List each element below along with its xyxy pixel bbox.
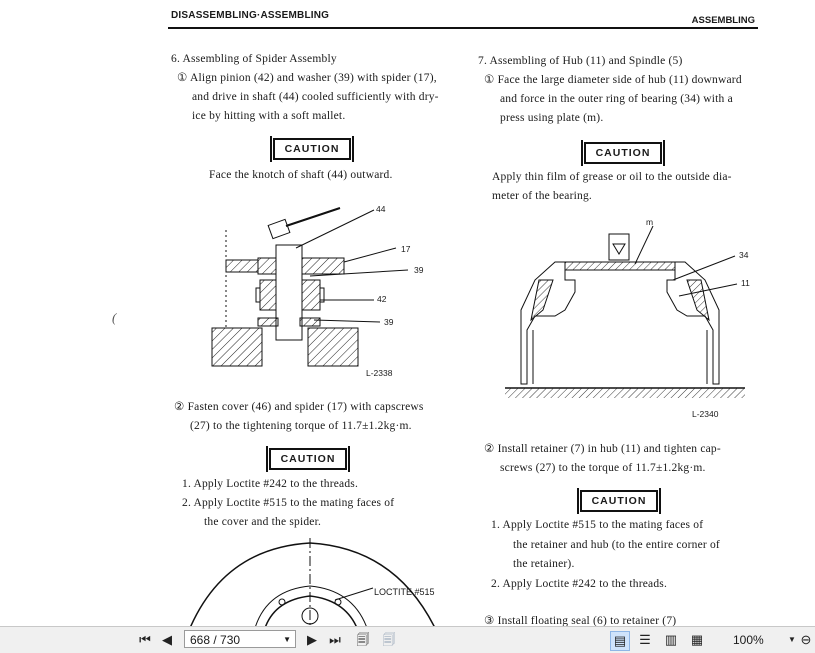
zoom-out-icon[interactable]: ⊖ [800, 632, 812, 647]
page-number-input[interactable]: 668 / 730 ▼ [184, 630, 296, 648]
label-m: m [646, 217, 654, 227]
s7-step1-line1: ① Face the large diameter side of hub (1… [484, 74, 742, 86]
caution1-text: Face the knotch of shaft (44) outward. [209, 169, 393, 181]
figure-l2338 [211, 207, 409, 367]
c2-item2-line2: the cover and the spider. [204, 516, 322, 528]
continuous-facing-icon[interactable]: ▦ [690, 632, 704, 647]
figure-cover-spider [190, 538, 435, 626]
s7-step1-line2: and force in the outer ring of bearing (… [500, 93, 733, 105]
header-rule [168, 27, 758, 29]
label-42: 42 [377, 294, 387, 304]
first-page-icon[interactable]: ⏮ [139, 632, 151, 647]
s6-step1-line1: ① Align pinion (42) and washer (39) with… [177, 72, 437, 84]
next-page-icon[interactable]: ▶ [307, 632, 317, 647]
zoom-dropdown-icon[interactable]: ▼ [788, 635, 796, 644]
caution-box-1: CAUTION [270, 136, 354, 162]
caution-box-2: CAUTION [266, 446, 350, 472]
header-right: ASSEMBLING [691, 15, 755, 26]
next-view-icon[interactable]: 🗐 [382, 632, 396, 647]
c4-item1-line1: 1. Apply Loctite #515 to the mating face… [491, 519, 704, 531]
s6-step2-line1: ② Fasten cover (46) and spider (17) with… [174, 401, 424, 413]
label-44: 44 [376, 204, 386, 214]
c4-item2: 2. Apply Loctite #242 to the threads. [491, 578, 668, 590]
label-34: 34 [739, 250, 749, 260]
continuous-icon[interactable]: ☰ [639, 632, 651, 647]
s6-step2-line2: (27) to the tightening torque of 11.7±1.… [190, 420, 412, 432]
figure-code-l2338: L-2338 [366, 368, 393, 378]
s7-step1-line3: press using plate (m). [500, 112, 604, 124]
prev-view-icon[interactable]: 🗐 [356, 632, 370, 647]
document-page: DISASSEMBLING·ASSEMBLING ASSEMBLING 6. A… [112, 10, 758, 626]
page-mark: ( [112, 310, 117, 325]
page-dropdown-icon[interactable]: ▼ [283, 635, 291, 644]
single-page-icon[interactable]: ▤ [610, 631, 630, 651]
c4-item1-line2: the retainer and hub (to the entire corn… [513, 539, 720, 551]
figure-code-l2340: L-2340 [692, 409, 719, 419]
caution-box-4: CAUTION [577, 488, 661, 514]
page-number-value: 668 / 730 [190, 633, 241, 647]
label-11: 11 [741, 278, 750, 288]
prev-page-icon[interactable]: ◀ [162, 632, 172, 647]
section-7-title: 7. Assembling of Hub (11) and Spindle (5… [478, 55, 683, 67]
zoom-level[interactable]: 100% [733, 633, 764, 647]
s7-step2-line1: ② Install retainer (7) in hub (11) and t… [484, 443, 721, 455]
label-39a: 39 [414, 265, 424, 275]
viewer-toolbar: ⏮ ◀ 668 / 730 ▼ ▶ ⏭ 🗐 🗐 ▤ ☰ ▥ ▦ 100% ▼ ⊖ [0, 626, 815, 653]
label-17: 17 [401, 244, 411, 254]
s7-step2-line2: screws (27) to the torque of 11.7±1.2kg·… [500, 462, 706, 474]
c2-item2-line1: 2. Apply Loctite #515 to the mating face… [182, 497, 395, 509]
header-left: DISASSEMBLING·ASSEMBLING [171, 10, 330, 21]
facing-icon[interactable]: ▥ [664, 632, 678, 647]
last-page-icon[interactable]: ⏭ [329, 632, 341, 647]
label-39b: 39 [384, 317, 394, 327]
s6-step1-line2: and drive in shaft (44) cooled sufficien… [192, 91, 439, 103]
s7-step3: ③ Install floating seal (6) to retainer … [484, 615, 677, 626]
c3-line1: Apply thin film of grease or oil to the … [492, 171, 732, 183]
section-6-title: 6. Assembling of Spider Assembly [171, 53, 337, 65]
figure-l2340 [505, 225, 745, 398]
c4-item1-line3: the retainer). [513, 558, 575, 570]
c2-item1: 1. Apply Loctite #242 to the threads. [182, 478, 359, 490]
caution-box-3: CAUTION [581, 140, 665, 166]
s6-step1-line3: ice by hitting with a soft mallet. [192, 110, 346, 122]
c3-line2: meter of the bearing. [492, 190, 592, 202]
label-loctite515: LOCTITE #515 [374, 587, 435, 597]
